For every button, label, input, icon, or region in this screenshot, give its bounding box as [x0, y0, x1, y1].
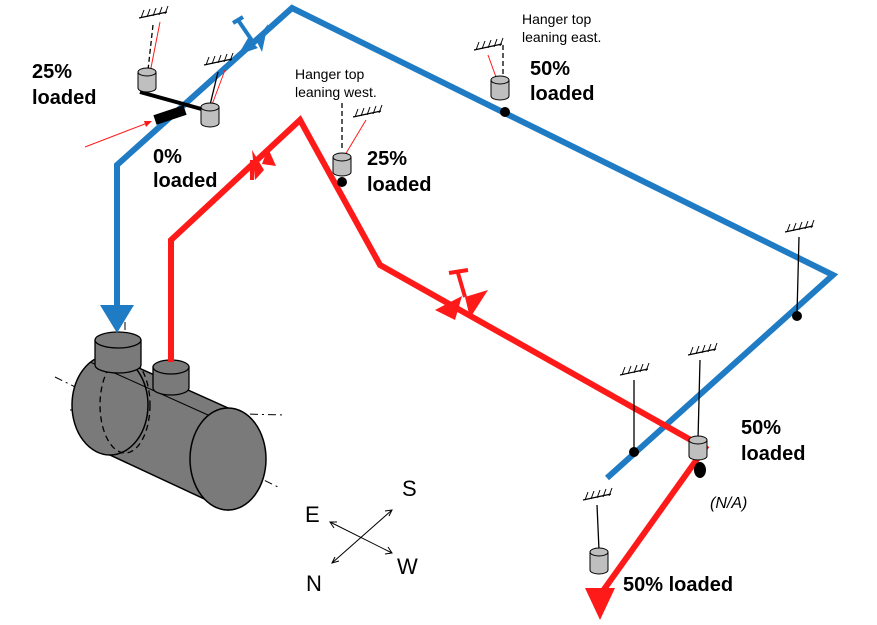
tank-nozzle-left [94, 331, 142, 374]
hanger-support-icon [473, 37, 510, 117]
flow-arrow-icon [100, 305, 134, 333]
note-east-line1: Hanger top [522, 11, 591, 27]
label-h3-word: loaded [367, 174, 431, 196]
label-h3: 25% loaded [367, 148, 431, 196]
hanger-support-icon [687, 342, 718, 478]
note-east: Hanger top leaning east. [522, 11, 601, 45]
valve-icon [435, 268, 488, 320]
note-west-line2: leaning west. [295, 84, 377, 100]
label-na: (N/A) [710, 495, 747, 512]
hanger-beam [139, 90, 206, 125]
valve-icon [250, 148, 276, 180]
label-h6: 50% loaded [623, 574, 733, 596]
valve-icon [231, 15, 268, 55]
note-west-line1: Hanger top [295, 66, 364, 82]
compass-n: N [306, 571, 322, 596]
hot-pipe [168, 115, 710, 620]
label-h1: 25% loaded [32, 61, 96, 109]
note-east-line2: leaning east. [522, 29, 601, 45]
label-h4: 50% loaded [530, 58, 594, 105]
label-h4-pct: 50% [530, 58, 570, 80]
label-h5-word: loaded [741, 443, 805, 465]
hanger-support-icon [332, 103, 383, 187]
compass-w: W [397, 554, 418, 579]
hanger-support-icon [619, 362, 650, 457]
compass-icon: S E N W [305, 476, 418, 596]
hanger-support-icon [137, 5, 169, 93]
label-h1-pct: 25% [32, 61, 72, 83]
label-h2-word: loaded [153, 170, 217, 192]
label-h5: 50% loaded [741, 417, 805, 465]
hanger-support-icon [784, 219, 815, 321]
cold-pipe [100, 4, 839, 481]
hanger-support-icon [582, 487, 613, 575]
compass-e: E [305, 502, 320, 527]
tank-nozzle-right [152, 359, 190, 396]
label-h3-pct: 25% [367, 148, 407, 170]
compass-s: S [402, 476, 417, 501]
label-h1-word: loaded [32, 87, 96, 109]
flow-arrow-icon [585, 588, 615, 620]
hanger-support-icon [200, 52, 234, 128]
label-h2-pct: 0% [153, 146, 182, 168]
label-h5-pct: 50% [741, 417, 781, 439]
label-h4-word: loaded [530, 83, 594, 105]
note-west: Hanger top leaning west. [295, 66, 377, 100]
label-h2: 0% loaded [153, 146, 217, 192]
